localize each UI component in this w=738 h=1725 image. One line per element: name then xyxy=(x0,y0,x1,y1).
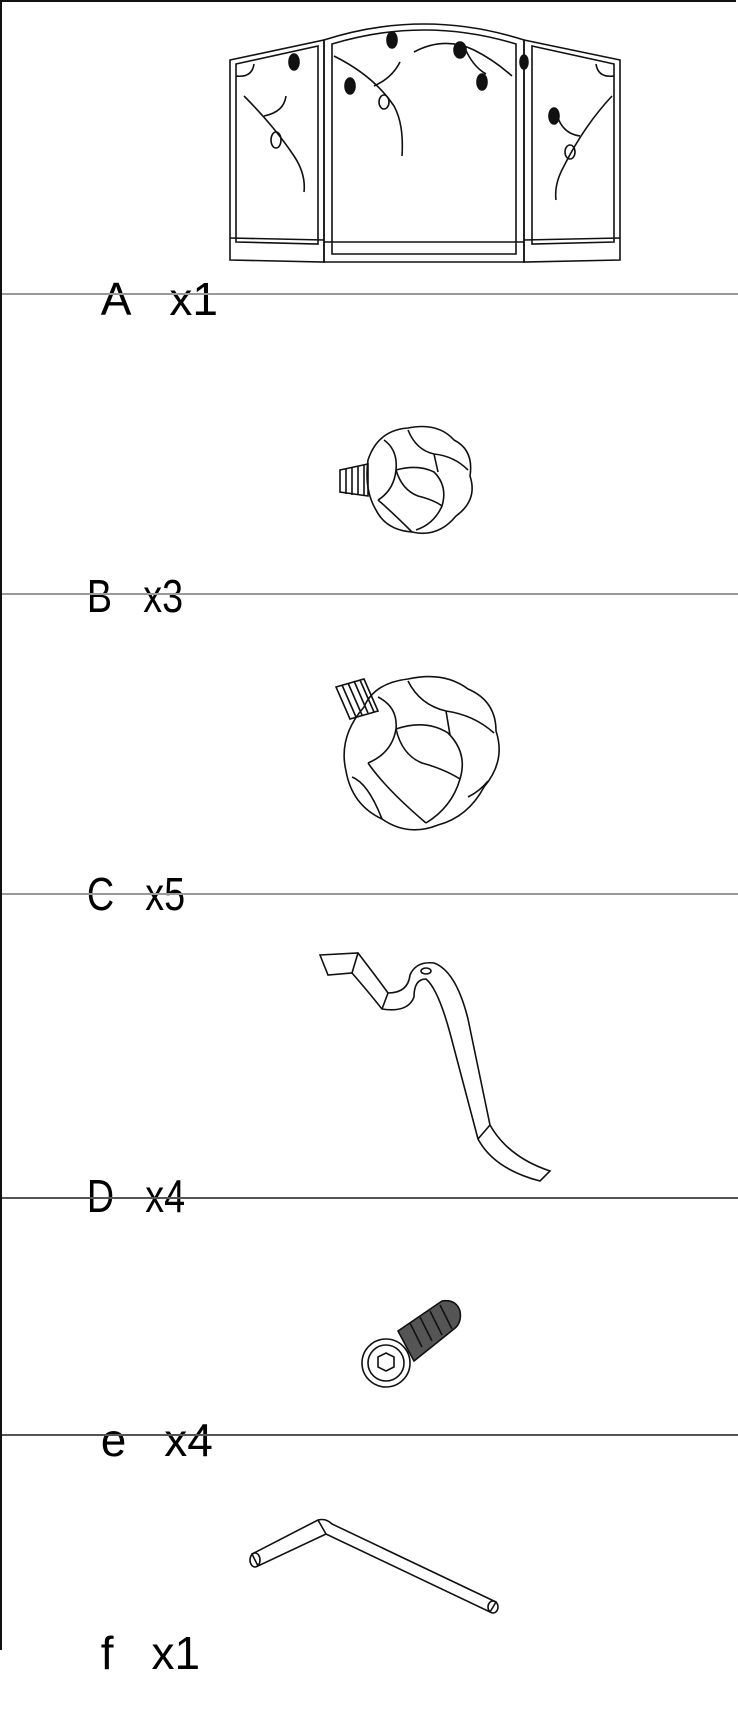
parts-list-sheet: Ax1 xyxy=(0,0,736,1650)
part-row-a: Ax1 xyxy=(2,2,738,295)
part-row-d: Dx4 xyxy=(2,895,738,1199)
part-quantity: x1 xyxy=(151,1630,200,1676)
hex-socket-bolt-icon xyxy=(358,1295,464,1391)
small-rose-knob-icon xyxy=(338,420,488,540)
part-row-e: ex4 xyxy=(2,1199,738,1436)
part-label-f: f x1 xyxy=(24,1584,200,1722)
tri-fold-mirror-icon xyxy=(224,16,628,268)
part-row-c: Cx5 xyxy=(2,595,738,895)
mounting-bracket-icon xyxy=(318,949,558,1185)
allen-key-icon xyxy=(246,1516,502,1616)
large-rose-knob-icon xyxy=(328,667,528,847)
part-letter: f xyxy=(101,1630,114,1676)
part-row-b: Bx3 xyxy=(2,295,738,595)
part-row-f: fx1 xyxy=(2,1436,738,1654)
